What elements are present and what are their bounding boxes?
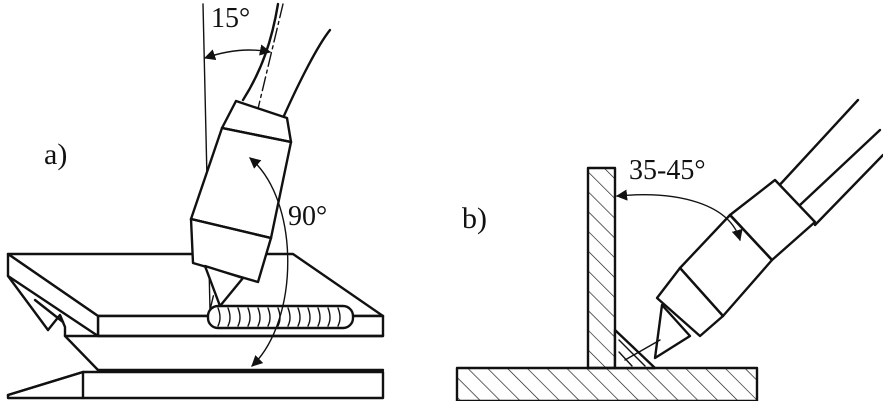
angle-arc-15 — [203, 44, 272, 61]
lower-plate — [6, 370, 385, 400]
vertical-plate — [586, 166, 617, 370]
fillet-weld — [613, 328, 657, 370]
panel-b-drawing — [455, 98, 883, 403]
panel-a-drawing — [6, 2, 385, 400]
angle-label-15: 15° — [211, 3, 251, 34]
angle-label-35-45: 35-45° — [629, 155, 706, 186]
angle-label-90: 90° — [288, 201, 328, 232]
angle-arc-35-45 — [615, 189, 743, 242]
upper-plate — [6, 252, 385, 372]
torch-b-cable — [773, 98, 860, 192]
panel-a-label: a) — [44, 138, 68, 171]
base-plate — [455, 366, 759, 403]
torch-b-body — [653, 178, 817, 360]
panel-b-label: b) — [462, 202, 487, 235]
angle-arc-90 — [249, 157, 289, 367]
torch-b-electrode — [624, 339, 661, 361]
